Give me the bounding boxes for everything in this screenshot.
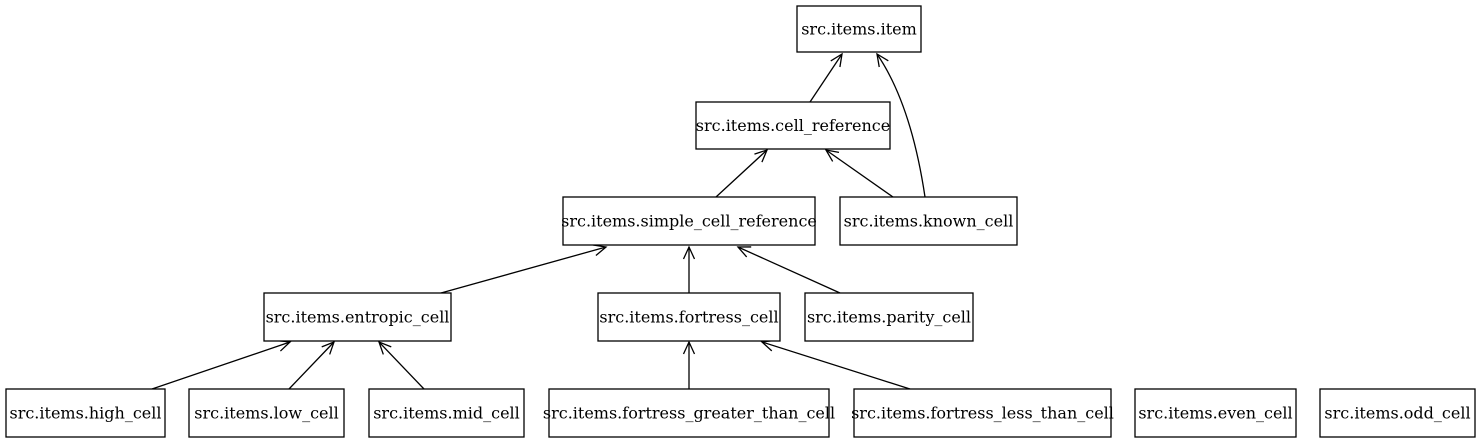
edge-parity-cell-to-simple-cell-reference <box>736 246 841 294</box>
edge-high-cell-to-entropic-cell-line <box>151 341 291 390</box>
node-mid-cell[interactable]: src.items.mid_cell <box>368 388 525 438</box>
node-label: src.items.high_cell <box>9 404 161 423</box>
edge-entropic-cell-to-simple-cell-reference <box>440 244 608 294</box>
node-known-cell[interactable]: src.items.known_cell <box>839 196 1018 246</box>
edge-fortress-greater-than-cell-to-fortress-cell-arrowhead <box>682 340 696 355</box>
node-fortress-greater-than-cell[interactable]: src.items.fortress_greater_than_cell <box>543 388 835 438</box>
node-simple-cell-reference[interactable]: src.items.simple_cell_reference <box>561 196 817 246</box>
node-label: src.items.cell_reference <box>696 116 890 135</box>
edge-mid-cell-to-entropic-cell-line <box>378 341 425 390</box>
edge-fortress-less-than-cell-to-fortress-cell-line <box>761 341 911 390</box>
node-fortress-cell[interactable]: src.items.fortress_cell <box>597 292 781 342</box>
edge-cell-reference-to-item-arrowhead <box>830 52 843 68</box>
edge-known-cell-to-cell-reference-arrowhead <box>824 149 840 162</box>
edge-fortress-cell-to-simple-cell-reference-arrowhead <box>682 245 696 260</box>
edge-low-cell-to-entropic-cell-line <box>288 341 335 390</box>
node-label: src.items.item <box>801 20 917 39</box>
node-even-cell[interactable]: src.items.even_cell <box>1134 388 1297 438</box>
node-fortress-less-than-cell[interactable]: src.items.fortress_less_than_cell <box>851 388 1114 438</box>
node-label: src.items.fortress_greater_than_cell <box>543 404 835 423</box>
node-cell-reference[interactable]: src.items.cell_reference <box>695 101 891 150</box>
node-label: src.items.odd_cell <box>1324 404 1470 423</box>
edge-known-cell-to-item-line <box>876 53 926 198</box>
node-item[interactable]: src.items.item <box>796 5 922 53</box>
node-label: src.items.even_cell <box>1138 404 1292 423</box>
edge-parity-cell-to-simple-cell-reference-line <box>737 246 841 294</box>
edge-simple-cell-reference-to-cell-reference-arrowhead <box>754 148 769 163</box>
node-label: src.items.fortress_cell <box>599 308 778 327</box>
edges-layer <box>151 52 926 390</box>
edge-high-cell-to-entropic-cell <box>151 340 292 390</box>
edge-low-cell-to-entropic-cell <box>288 340 336 390</box>
edge-parity-cell-to-simple-cell-reference-arrowhead <box>736 246 752 258</box>
node-label: src.items.parity_cell <box>807 308 971 327</box>
edge-known-cell-to-item-arrowhead <box>876 52 889 68</box>
node-label: src.items.simple_cell_reference <box>561 212 817 231</box>
edge-cell-reference-to-item <box>809 52 843 103</box>
node-low-cell[interactable]: src.items.low_cell <box>188 388 345 438</box>
edge-fortress-greater-than-cell-to-fortress-cell <box>682 340 696 389</box>
node-label: src.items.mid_cell <box>373 404 520 423</box>
edge-known-cell-to-item <box>876 52 926 198</box>
edge-simple-cell-reference-to-cell-reference <box>715 148 769 198</box>
node-odd-cell[interactable]: src.items.odd_cell <box>1319 388 1476 438</box>
edge-entropic-cell-to-simple-cell-reference-line <box>440 246 607 294</box>
node-label: src.items.entropic_cell <box>266 308 450 327</box>
node-entropic-cell[interactable]: src.items.entropic_cell <box>263 292 452 342</box>
node-label: src.items.known_cell <box>844 212 1014 231</box>
node-label: src.items.low_cell <box>194 404 339 423</box>
edge-low-cell-to-entropic-cell-arrowhead <box>321 340 336 355</box>
edge-fortress-cell-to-simple-cell-reference <box>682 245 696 293</box>
edge-mid-cell-to-entropic-cell <box>377 340 425 390</box>
node-high-cell[interactable]: src.items.high_cell <box>5 388 166 438</box>
node-label: src.items.fortress_less_than_cell <box>851 404 1114 423</box>
edge-mid-cell-to-entropic-cell-arrowhead <box>377 340 392 355</box>
edge-fortress-less-than-cell-to-fortress-cell <box>760 339 911 390</box>
edge-cell-reference-to-item-line <box>809 53 843 103</box>
node-parity-cell[interactable]: src.items.parity_cell <box>804 292 974 342</box>
edge-known-cell-to-cell-reference <box>824 149 894 198</box>
edge-simple-cell-reference-to-cell-reference-line <box>715 149 768 198</box>
edge-known-cell-to-cell-reference-line <box>825 149 894 198</box>
